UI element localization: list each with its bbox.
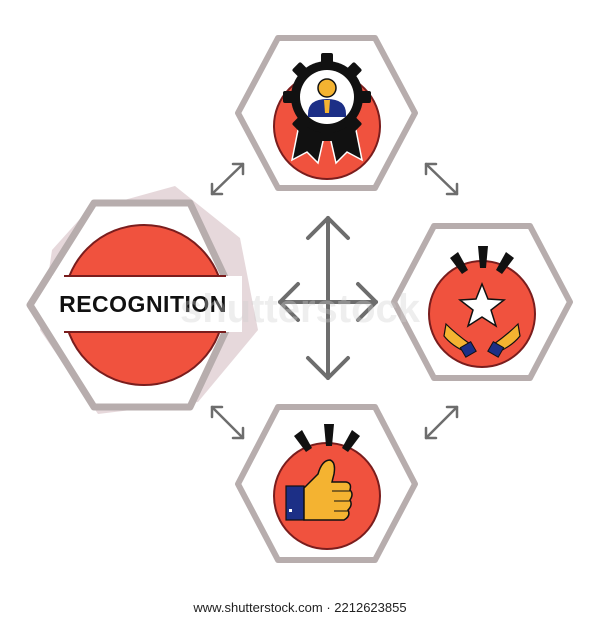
- arrow-top-left: [210, 162, 245, 196]
- footer-text: www.shutterstock.com · 2212623855: [193, 599, 407, 615]
- watermark: shutterstock: [180, 287, 421, 331]
- arrow-top-right: [424, 162, 459, 196]
- center-cross-arrows: [278, 216, 378, 380]
- footer: www.shutterstock.com · 2212623855: [0, 594, 600, 620]
- center-node-recognition: RECOGNITION: [26, 186, 258, 414]
- center-label: RECOGNITION: [59, 291, 227, 317]
- thumbs-up-icon: [285, 424, 360, 521]
- diagonal-arrows: [210, 162, 459, 440]
- award-badge-person-icon: [283, 53, 371, 165]
- node-right: [391, 223, 573, 381]
- node-bottom: [235, 404, 418, 563]
- hands-star-icon: [443, 246, 521, 358]
- arrow-bottom-right: [424, 405, 459, 440]
- node-top: [235, 35, 418, 191]
- label-band: [52, 276, 242, 332]
- arrow-bottom-left: [210, 405, 245, 440]
